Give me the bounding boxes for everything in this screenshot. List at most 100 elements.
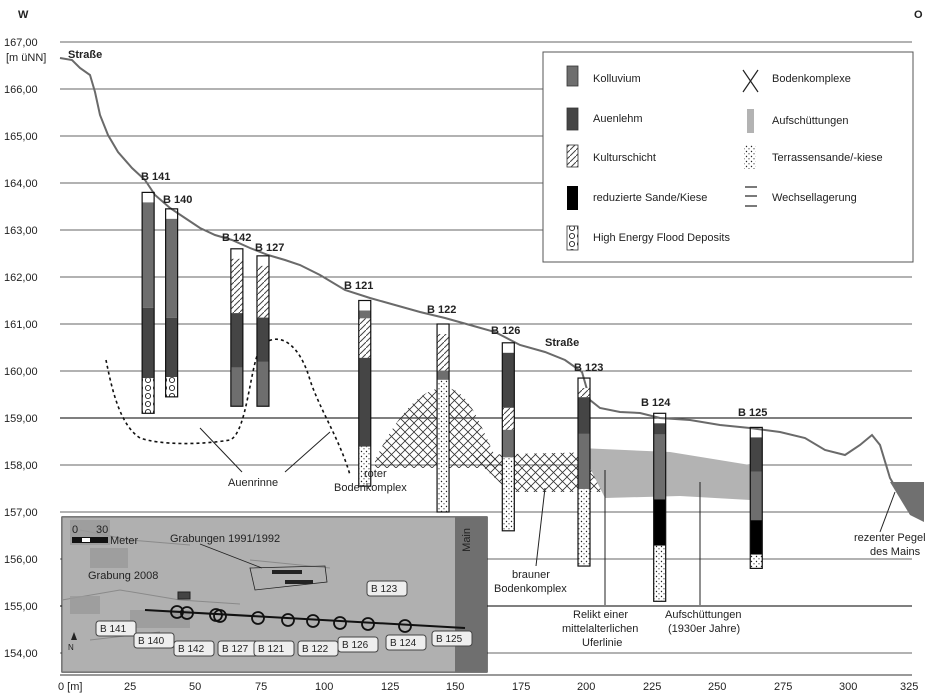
borehole-column <box>141 191 155 414</box>
borehole-column <box>165 208 179 398</box>
y-tick: 157,00 <box>4 507 38 519</box>
borehole-layer <box>230 258 243 314</box>
borehole-label: B 122 <box>427 304 456 316</box>
shoreline-label: Relikt einer <box>573 609 628 621</box>
borehole-layer <box>142 202 155 308</box>
scale-value: 30 <box>96 524 108 536</box>
water-level-label: rezenter Pegel <box>854 532 926 544</box>
legend-label: Aufschüttungen <box>772 115 848 127</box>
y-tick: 167,00 <box>4 37 38 49</box>
borehole-layer <box>502 429 515 458</box>
inset-callout-label: B 124 <box>390 638 417 649</box>
legend-label: Kolluvium <box>593 73 641 85</box>
borehole-layer <box>165 218 178 318</box>
y-tick: 159,00 <box>4 413 38 425</box>
borehole-layer <box>358 318 371 358</box>
borehole-layer <box>653 423 666 435</box>
excavation-label-2008: Grabung 2008 <box>88 570 158 582</box>
shoreline-label-3: Uferlinie <box>582 637 622 649</box>
y-unit-label: [m üNN] <box>6 52 46 64</box>
legend-label: Auenlehm <box>593 113 643 125</box>
legend-label: Kulturschicht <box>593 152 656 164</box>
street-label-right: Straße <box>545 337 579 349</box>
borehole-column <box>358 299 372 487</box>
borehole-column <box>577 377 591 567</box>
fill-label: Aufschüttungen <box>665 609 741 621</box>
x-tick: 175 <box>512 681 530 693</box>
red-complex-label-2: Bodenkomplex <box>334 482 407 494</box>
soil-complexes <box>375 387 750 500</box>
y-tick: 163,00 <box>4 225 38 237</box>
west-label: W <box>18 9 29 21</box>
x-tick: 250 <box>708 681 726 693</box>
inset-callout-label: B 121 <box>258 644 285 655</box>
borehole-layer <box>256 265 269 318</box>
borehole-label: B 127 <box>255 242 284 254</box>
scale-zero: 0 <box>72 524 78 536</box>
annotations: Straße Straße Auenrinne roter Bodenkompl… <box>68 49 926 649</box>
inset-callout-box <box>133 632 175 649</box>
east-label: O <box>914 9 923 21</box>
borehole-layer <box>437 370 450 380</box>
legend-swatch-aufschuettung <box>747 109 754 133</box>
borehole-label: B 126 <box>491 325 520 337</box>
inset-callout-box <box>366 580 408 597</box>
borehole-layer <box>437 334 450 371</box>
borehole-layer <box>578 388 590 398</box>
boreholes <box>141 191 763 602</box>
brown-complex-label-2: Bodenkomplex <box>494 583 567 595</box>
x-tick: 275 <box>774 681 792 693</box>
inset-callout-label: B 122 <box>302 644 329 655</box>
y-tick: 166,00 <box>4 84 38 96</box>
x-tick: 200 <box>577 681 595 693</box>
inset-callout-label: B 140 <box>138 636 165 647</box>
auenrinne-label: Auenrinne <box>228 477 278 489</box>
inset-callout-label: B 123 <box>371 584 398 595</box>
borehole-column <box>256 255 270 407</box>
borehole-layer <box>358 310 371 319</box>
y-tick: 160,00 <box>4 366 38 378</box>
borehole-layer <box>230 367 243 407</box>
main-river-label: Main <box>461 528 473 552</box>
inset-map: Main 0 30 Meter Grabungen 1991/1992 <box>61 516 488 673</box>
y-tick: 156,00 <box>4 554 38 566</box>
x-tick: 25 <box>124 681 136 693</box>
borehole-label: B 125 <box>738 407 767 419</box>
borehole-layer <box>578 397 590 434</box>
borehole-layer <box>142 378 155 414</box>
borehole-layer <box>165 317 178 378</box>
borehole-layer <box>653 434 666 500</box>
scale-unit: Meter <box>110 535 138 547</box>
borehole-label: B 121 <box>344 280 373 292</box>
legend-swatch-flood <box>566 225 579 251</box>
borehole-label: B 141 <box>141 171 170 183</box>
legend-swatch-auenlehm <box>566 107 579 131</box>
borehole-layer <box>165 377 178 397</box>
y-tick: 162,00 <box>4 272 38 284</box>
y-tick: 161,00 <box>4 319 38 331</box>
excavation-label-1991: Grabungen 1991/1992 <box>170 533 280 545</box>
auenrinne-outline <box>105 338 351 476</box>
borehole-column <box>501 342 515 532</box>
borehole-labels: B 141 B 140 B 142 B 127 B 121 B 122 B 12… <box>141 171 767 419</box>
borehole-label: B 142 <box>222 232 251 244</box>
x-tick: 50 <box>189 681 201 693</box>
y-tick: 164,00 <box>4 178 38 190</box>
inset-callout-box <box>431 630 473 647</box>
inset-callout-box <box>337 636 379 653</box>
y-axis: W O [m üNN] 167,00 166,00 165,00 164,00 … <box>4 9 923 660</box>
borehole-layer <box>502 407 515 430</box>
terrain-profile <box>59 57 913 506</box>
borehole-column <box>749 426 763 569</box>
legend-swatch-terrassensande <box>744 145 756 169</box>
borehole-label: B 124 <box>641 397 671 409</box>
borehole-layer <box>437 379 450 512</box>
borehole-layer <box>653 545 666 602</box>
borehole-layer <box>358 446 371 487</box>
inset-callout-label: B 126 <box>342 640 369 651</box>
borehole-column <box>436 323 450 513</box>
inset-callout-box <box>95 620 137 637</box>
red-complex-label: roter <box>364 468 387 480</box>
borehole-layer <box>578 488 590 567</box>
y-tick: 158,00 <box>4 460 38 472</box>
